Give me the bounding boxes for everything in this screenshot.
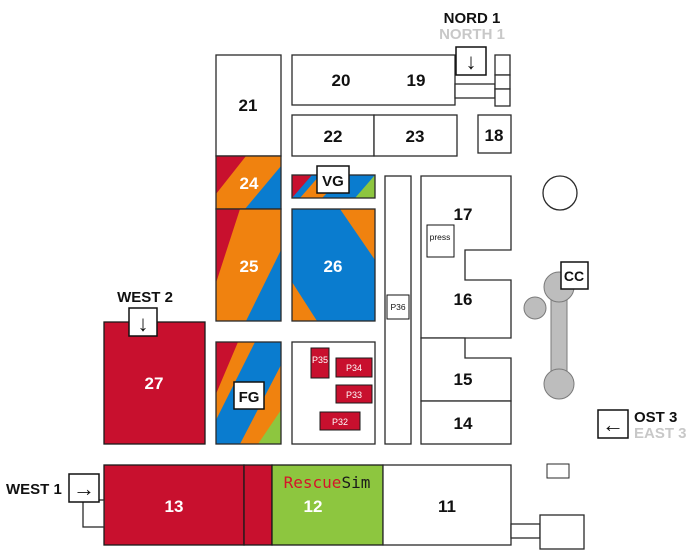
hall-23[interactable] [373, 114, 458, 157]
hall-11[interactable] [382, 464, 512, 546]
press-box[interactable] [426, 224, 455, 258]
fg-marker-label: FG [239, 389, 260, 406]
hall-16-label: 16 [454, 290, 473, 309]
small-kiosk [546, 463, 570, 479]
nord1-sub-label: NORTH 1 [439, 26, 505, 43]
p33-label: P33 [346, 390, 362, 400]
west1-entrance[interactable] [68, 473, 100, 503]
rescuesim-logo: RescueSim [284, 473, 371, 492]
hall-25-label: 25 [240, 257, 259, 276]
cc-marker[interactable] [560, 261, 589, 290]
annex-east [539, 514, 585, 550]
press-label: press [430, 232, 451, 242]
ost3-entrance[interactable] [597, 409, 629, 439]
hall-13-annex [243, 464, 273, 546]
hall-17-label: 17 [454, 205, 473, 224]
connector-east [510, 523, 541, 539]
west2-label: WEST 2 [117, 289, 173, 306]
hall-26-label: 26 [324, 257, 343, 276]
p33-marker[interactable] [335, 384, 373, 404]
hall-13[interactable] [103, 464, 245, 546]
hall-24-label: 24 [240, 174, 259, 193]
hall-24[interactable] [216, 156, 281, 209]
rescuesim-part1: Rescue [284, 473, 342, 492]
hall-25[interactable] [216, 209, 281, 321]
hall-20-19[interactable] [291, 54, 456, 106]
hall-23-label: 23 [406, 127, 425, 146]
nord1-entrance[interactable] [455, 46, 487, 76]
ost3-arrow-icon: ← [602, 412, 624, 437]
p35-marker[interactable] [310, 347, 330, 379]
hall-12[interactable] [271, 464, 384, 546]
hall-19-label: 19 [407, 71, 426, 90]
cc-marker-label: CC [564, 268, 584, 284]
hall-27[interactable] [103, 321, 206, 445]
nord1-arrow-icon: ↓ [466, 49, 477, 74]
west1-connector [82, 499, 105, 528]
ost3-label: OST 3 [634, 409, 677, 426]
annex-north-top [494, 54, 511, 76]
hall-18[interactable] [477, 114, 512, 154]
p34-label: P34 [346, 363, 362, 373]
p36-label: P36 [390, 302, 405, 312]
hall-14-label: 14 [454, 414, 473, 433]
round-building [542, 175, 578, 211]
west1-label: WEST 1 [6, 481, 62, 498]
hall-22[interactable] [291, 114, 375, 157]
nord1-label: NORD 1 [444, 10, 501, 27]
hall-21[interactable] [215, 54, 282, 157]
ost3-sub-label: EAST 3 [634, 425, 687, 442]
hall-15-label: 15 [454, 370, 473, 389]
annex-north-bottom [494, 88, 511, 107]
west1-arrow-icon: → [73, 476, 95, 501]
hall-27-label: 27 [145, 374, 164, 393]
hall-21-label: 21 [239, 96, 258, 115]
hall-14[interactable] [420, 400, 512, 445]
hall-11-label: 11 [438, 497, 456, 516]
hall-26[interactable] [292, 209, 375, 321]
hall-13-label: 13 [165, 497, 184, 516]
hall-18-label: 18 [485, 126, 504, 145]
p35-label: P35 [312, 355, 328, 365]
cc-small-circle [523, 296, 547, 320]
west2-entrance[interactable] [128, 307, 158, 337]
cc-bottom-circle [543, 368, 575, 400]
p32-label: P32 [332, 417, 348, 427]
p34-marker[interactable] [335, 357, 373, 378]
hall-12-label: 12 [304, 497, 323, 516]
west2-arrow-icon: ↓ [138, 311, 149, 336]
vg-marker[interactable] [316, 165, 350, 194]
rescuesim-part2: Sim [341, 473, 370, 492]
hall-22-label: 22 [324, 127, 343, 146]
vg-marker-label: VG [322, 173, 344, 190]
p36-marker[interactable] [386, 294, 410, 320]
p32-marker[interactable] [319, 411, 361, 431]
annex-north-mid [494, 74, 511, 90]
connector-north [454, 83, 496, 99]
fg-marker[interactable] [233, 381, 265, 410]
hall-20-label: 20 [332, 71, 351, 90]
